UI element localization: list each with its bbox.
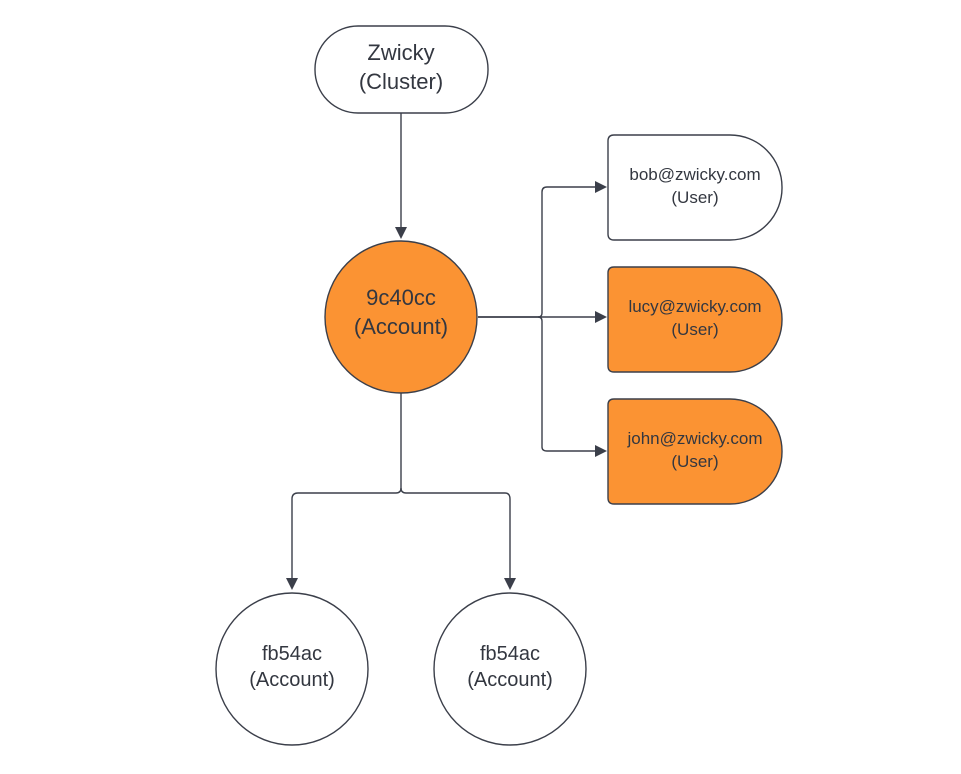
- cluster-node-shape: [314, 25, 489, 114]
- user-node-lucy-shape: [607, 266, 783, 373]
- account-node-main[interactable]: 9c40cc (Account): [324, 240, 478, 394]
- user-node-lucy[interactable]: lucy@zwicky.com (User): [607, 266, 783, 373]
- edges: [286, 113, 607, 590]
- user-node-john[interactable]: john@zwicky.com (User): [607, 398, 783, 505]
- account-node-child-right-id: fb54ac: [480, 643, 540, 665]
- account-node-child-left-id: fb54ac: [262, 643, 322, 665]
- edge-account-to-bob: [478, 181, 607, 318]
- account-node-child-left-shape: [215, 592, 369, 746]
- user-node-bob-shape: [607, 134, 783, 241]
- account-node-main-type: (Account): [354, 314, 448, 339]
- user-node-bob-type: (User): [671, 188, 718, 207]
- user-node-lucy-type: (User): [671, 320, 718, 339]
- cluster-node[interactable]: Zwicky (Cluster): [314, 25, 489, 114]
- user-node-john-shape: [607, 398, 783, 505]
- account-node-child-right[interactable]: fb54ac (Account): [433, 592, 587, 746]
- cluster-node-type: (Cluster): [359, 69, 443, 94]
- account-node-child-right-shape: [433, 592, 587, 746]
- user-node-bob[interactable]: bob@zwicky.com (User): [607, 134, 783, 241]
- account-node-main-shape: [324, 240, 478, 394]
- account-node-child-right-type: (Account): [467, 669, 553, 691]
- edge-account-to-john: [537, 316, 607, 457]
- user-node-lucy-email: lucy@zwicky.com: [628, 297, 761, 316]
- user-node-john-email: john@zwicky.com: [626, 429, 762, 448]
- account-node-child-left-type: (Account): [249, 669, 335, 691]
- account-node-main-id: 9c40cc: [366, 285, 436, 310]
- edge-account-to-child-left: [286, 393, 402, 590]
- user-node-john-type: (User): [671, 452, 718, 471]
- account-node-child-left[interactable]: fb54ac (Account): [215, 592, 369, 746]
- edge-account-to-child-right: [400, 487, 516, 590]
- user-node-bob-email: bob@zwicky.com: [629, 165, 760, 184]
- cluster-node-title: Zwicky: [367, 40, 434, 65]
